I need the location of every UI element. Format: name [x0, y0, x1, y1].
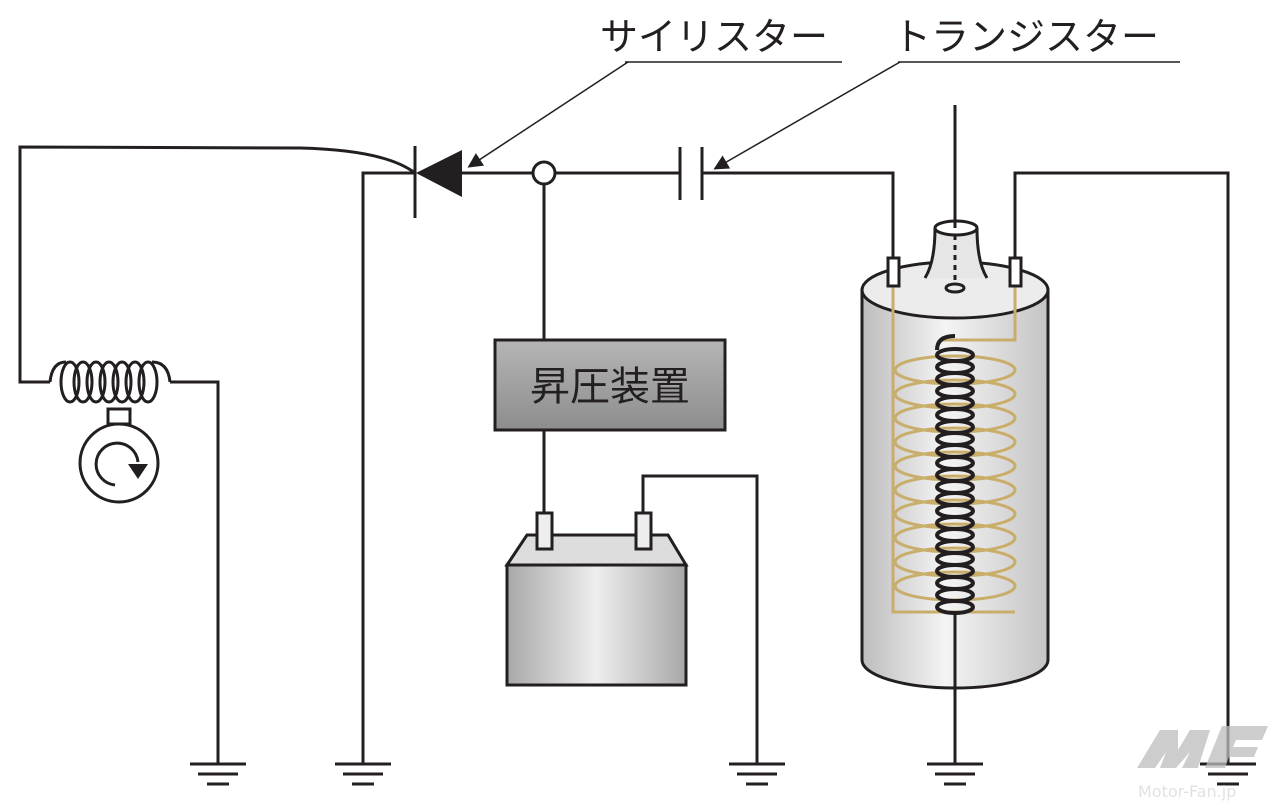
- watermark-text: Motor-Fan.jp: [1138, 782, 1236, 801]
- ground-icon: [927, 762, 983, 786]
- battery-icon: [504, 511, 689, 687]
- transistor-leader-arrow: [713, 61, 901, 170]
- exciter-ground-wire: [170, 380, 220, 763]
- junction-node: [531, 160, 557, 186]
- transistor-label: トランジスター: [893, 15, 1159, 59]
- ignition-coil: [860, 219, 1050, 690]
- exciter-coil: [48, 360, 172, 404]
- ground-icons: [190, 762, 1256, 786]
- booster-label: 昇圧装置: [530, 364, 690, 410]
- battery-ground-wire: [641, 474, 759, 763]
- ground-icon: [729, 762, 785, 786]
- ground-icon: [190, 762, 246, 786]
- motor-fan-watermark-logo: Motor-Fan.jp: [1137, 726, 1268, 801]
- coil-primary-wire: [702, 171, 895, 258]
- thyristor-leader-arrow: [467, 61, 629, 168]
- booster-box: [493, 338, 727, 432]
- coil-ground-wire: [1013, 171, 1230, 763]
- generator-rotor-icon: [78, 407, 160, 504]
- thyristor-symbol: [416, 150, 462, 197]
- thyristor-label: サイリスター: [600, 15, 828, 59]
- ground-icon: [335, 762, 391, 786]
- exciter-wire: [18, 145, 416, 384]
- thyristor-ground-wire: [361, 171, 415, 763]
